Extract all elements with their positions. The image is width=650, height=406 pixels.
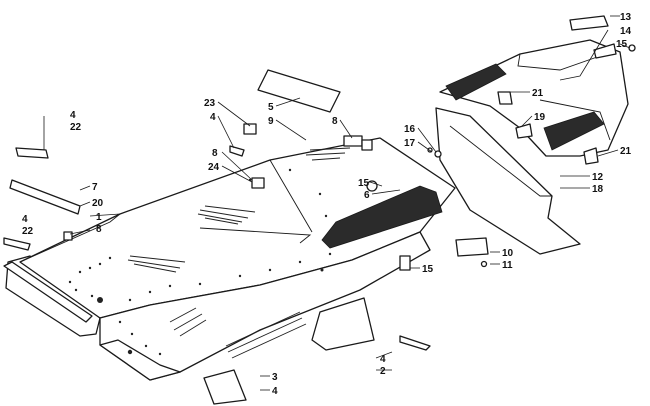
leader-lines (43, 15, 631, 391)
callout-16: 16 (404, 124, 416, 135)
callout-8-rear: 8 (96, 224, 102, 235)
callout-13: 13 (620, 12, 632, 23)
callout-24: 24 (208, 162, 220, 173)
callout-7: 7 (92, 182, 98, 193)
callout-9: 9 (268, 116, 274, 127)
tunnel-chassis (3, 137, 456, 381)
callout-labels: 13 14 15 21 19 16 17 21 12 18 5 9 23 4 8… (22, 12, 632, 397)
callout-15-side: 15 (422, 264, 434, 275)
callout-17: 17 (404, 138, 416, 149)
callout-20: 20 (92, 198, 104, 209)
callout-12: 12 (592, 172, 604, 183)
callout-3: 3 (272, 372, 278, 383)
callout-15-top: 15 (616, 39, 628, 50)
callout-10: 10 (502, 248, 514, 259)
small-parts (3, 69, 489, 405)
callout-8-deck-right: 8 (332, 116, 338, 127)
callout-4-deck: 4 (210, 112, 216, 123)
callout-4-plate: 4 (272, 386, 278, 397)
callout-4-footrest: 4 (380, 354, 386, 365)
callout-15-deck: 15 (358, 178, 370, 189)
callout-4-rear-top: 4 (70, 110, 76, 121)
callout-21-upper: 21 (532, 88, 544, 99)
callout-4-rear-bottom: 4 (22, 214, 28, 225)
callout-22-rear-top: 22 (70, 122, 82, 133)
callout-18: 18 (592, 184, 604, 195)
callout-22-rear-bottom: 22 (22, 226, 34, 237)
callout-8-deck-left: 8 (212, 148, 218, 159)
callout-1: 1 (96, 212, 102, 223)
callout-11: 11 (502, 260, 513, 271)
rear-bumper-assembly (427, 15, 636, 255)
callout-6: 6 (364, 190, 370, 201)
callout-2: 2 (380, 366, 386, 377)
callout-14: 14 (620, 26, 632, 37)
callout-21-lower: 21 (620, 146, 632, 157)
callout-23: 23 (204, 98, 216, 109)
callout-19: 19 (534, 112, 546, 123)
callout-5: 5 (268, 102, 274, 113)
